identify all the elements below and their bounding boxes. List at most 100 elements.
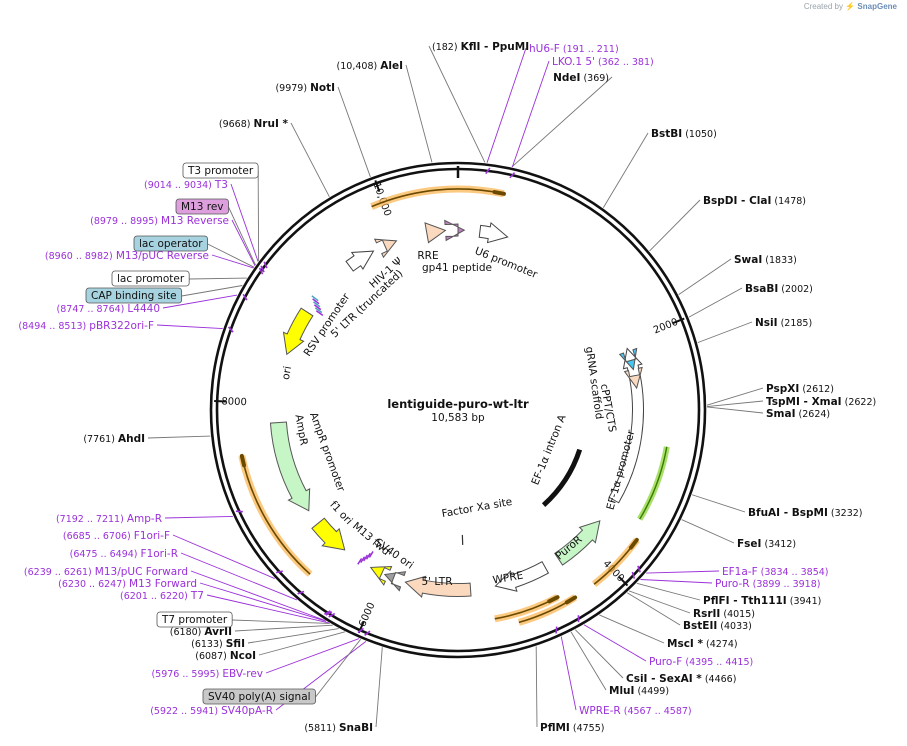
primer-name: pBR322ori-F (89, 320, 154, 332)
feature-box-text: M13 rev (181, 201, 224, 213)
leader-line (164, 515, 233, 519)
leader-line (290, 122, 330, 197)
enzyme-name: SfiI (226, 638, 245, 650)
feature-box-text: T3 promoter (187, 165, 254, 177)
enzyme-position: (7761) (83, 434, 115, 445)
ef1a-outer-arc (637, 446, 670, 521)
leader-line (232, 619, 330, 624)
enzyme-name-secondary: SexAI * (659, 673, 702, 685)
enzyme-name: NruI * (254, 118, 289, 130)
enzyme-label: (6180) AvrII (170, 626, 232, 638)
primer-name: M13 Reverse (161, 215, 229, 227)
enzyme-label: FseI (3412) (737, 538, 796, 550)
tick-mark (672, 317, 685, 325)
leader-line (156, 324, 223, 329)
enzyme-name: CsiI (626, 673, 647, 685)
feature-label: AmpR (292, 414, 309, 447)
enzyme-position: (2612) (802, 384, 834, 395)
feature-box (156, 611, 233, 628)
primer-position: (5922 .. 5941) (150, 706, 218, 717)
enzyme-position: (1833) (765, 255, 797, 266)
rsv-promoter-arrow (345, 250, 375, 272)
enzyme-name-secondary: BspMI (792, 507, 828, 519)
primer-position: (362 .. 381) (598, 57, 654, 68)
enzyme-name: TspMI (766, 396, 800, 408)
enzyme-name: BstEII (683, 620, 717, 632)
feature-label: Factor Xa site (441, 496, 513, 520)
leader-line (599, 614, 665, 644)
enzyme-position: (9668) (219, 119, 251, 130)
primer-label: (5976 .. 5995) EBV-rev (151, 668, 263, 680)
feature-box (85, 287, 183, 304)
site-cluster-mark (313, 304, 322, 311)
enzyme-name: SwaI (734, 254, 762, 266)
feature-box-label: SV40 poly(A) signal (202, 688, 316, 705)
enzyme-position: (2002) (781, 284, 813, 295)
orf-glow (238, 455, 313, 577)
primer-site-mark (235, 510, 243, 513)
leader-line (681, 519, 735, 544)
primer-label: (8979 .. 8995) M13 Reverse (90, 215, 229, 227)
leader-line (697, 321, 753, 344)
enzyme-label: (5811) SnaBI (304, 722, 373, 734)
enzyme-position: (3941) (790, 596, 822, 607)
enzyme-name: NotI (310, 82, 335, 94)
primer-position: (3834 .. 3854) (761, 567, 829, 578)
site-cluster-mark (360, 556, 366, 564)
enzyme-label: BfuAI - BspMI (3232) (748, 507, 863, 519)
primer-position: (6239 .. 6261) (24, 567, 92, 578)
enzyme-name: NdeI (553, 72, 580, 84)
cppt-box (623, 366, 643, 390)
primer-position: (4567 .. 4587) (624, 706, 692, 717)
leader-line (162, 294, 238, 309)
primer-name: hU6-F (529, 43, 560, 55)
primer-label: WPRE-R (4567 .. 4587) (579, 705, 692, 717)
feature-box-text: SV40 poly(A) signal (208, 691, 311, 703)
primer-name: EF1a-F (722, 566, 758, 578)
enzyme-label: BstEII (4033) (683, 620, 752, 632)
enzyme-label: NsiI (2185) (755, 317, 812, 329)
enzyme-name: PflMI (540, 722, 570, 734)
plasmid-size: 10,583 bp (431, 412, 485, 424)
leader-line (199, 582, 327, 622)
enzyme-position: (4015) (723, 609, 755, 620)
sv40-promoter-box (383, 571, 407, 592)
leader-line (706, 387, 764, 406)
enzyme-label: CsiI - SexAI * (4466) (626, 673, 736, 685)
enzyme-name: NcoI (230, 650, 256, 662)
leader-line (511, 76, 613, 168)
feature-label: ori (280, 365, 294, 381)
enzyme-name: MluI (609, 685, 634, 697)
enzyme-label: (6133) SfiI (191, 638, 245, 650)
enzyme-position: (369) (583, 73, 609, 84)
orf-arrow-head (492, 190, 506, 196)
leader-line (147, 435, 211, 439)
wpre-box (494, 561, 550, 592)
feature-box-text: CAP binding site (91, 290, 177, 302)
enzyme-position: (2185) (781, 318, 813, 329)
enzyme-position: (182) (432, 42, 458, 53)
primer-name: F1ori-F (134, 530, 170, 542)
enzyme-label: NdeI (369) (553, 72, 609, 84)
feature-label: gRNA scaffold (583, 346, 605, 420)
ef1a-intron-arc (541, 448, 583, 507)
leader-line (628, 590, 691, 614)
f1ori-arrow (311, 517, 346, 551)
leader-line (640, 579, 713, 584)
leader-line (231, 219, 256, 266)
enzyme-name: BsaBI (745, 283, 778, 295)
primer-name: Puro-R (715, 578, 750, 590)
primer-label: (5922 .. 5941) SV40pA-R (150, 705, 273, 717)
enzyme-label: BsaBI (2002) (745, 283, 813, 295)
enzyme-label: MscI * (4274) (667, 638, 738, 650)
leader-line (190, 570, 325, 621)
orf-arrow-head (239, 453, 247, 468)
enzyme-position: (4274) (706, 639, 738, 650)
primer-position: (6230 .. 6247) (58, 579, 126, 590)
enzyme-label: BstBI (1050) (651, 128, 717, 140)
leader-line (405, 64, 433, 163)
enzyme-label: PflMI (4755) (540, 722, 604, 734)
site-cluster-mark (368, 551, 374, 558)
primer-label: (6230 .. 6247) M13 Forward (58, 578, 197, 590)
enzyme-name: FseI (737, 538, 761, 550)
